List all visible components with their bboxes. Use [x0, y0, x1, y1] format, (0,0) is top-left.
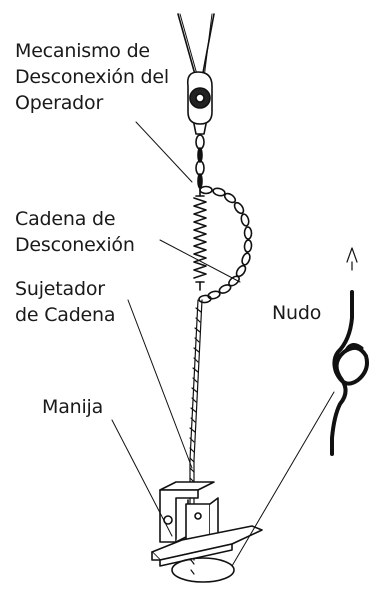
leader-manija: [111, 419, 173, 537]
label-mecanismo-line3: Operador: [15, 92, 104, 114]
handle-bar: [151, 525, 263, 567]
label-mecanismo-line2: Desconexión del: [15, 66, 169, 88]
leader-nudo: [231, 391, 335, 567]
knot-illustration: [330, 247, 369, 456]
label-manija: Manija: [42, 396, 104, 418]
label-sujetador-line1: Sujetador: [15, 278, 105, 300]
label-mecanismo-line1: Mecanismo de: [15, 40, 150, 62]
release-chain-loop: [198, 185, 253, 304]
release-spring: [193, 187, 207, 291]
trolley-cable-left: [177, 13, 197, 79]
leader-cadena: [159, 239, 241, 283]
label-cadena-line2: Desconexión: [15, 234, 135, 256]
leader-mecanismo: [135, 121, 193, 183]
upper-chain: [195, 134, 205, 189]
release-mechanism-pulley: [186, 71, 213, 135]
label-sujetador-line2: de Cadena: [15, 304, 116, 326]
label-nudo: Nudo: [272, 302, 322, 324]
knot-callout-circle: [171, 557, 235, 583]
leader-sujetador: [127, 299, 193, 469]
label-cadena-line1: Cadena de: [15, 208, 116, 230]
